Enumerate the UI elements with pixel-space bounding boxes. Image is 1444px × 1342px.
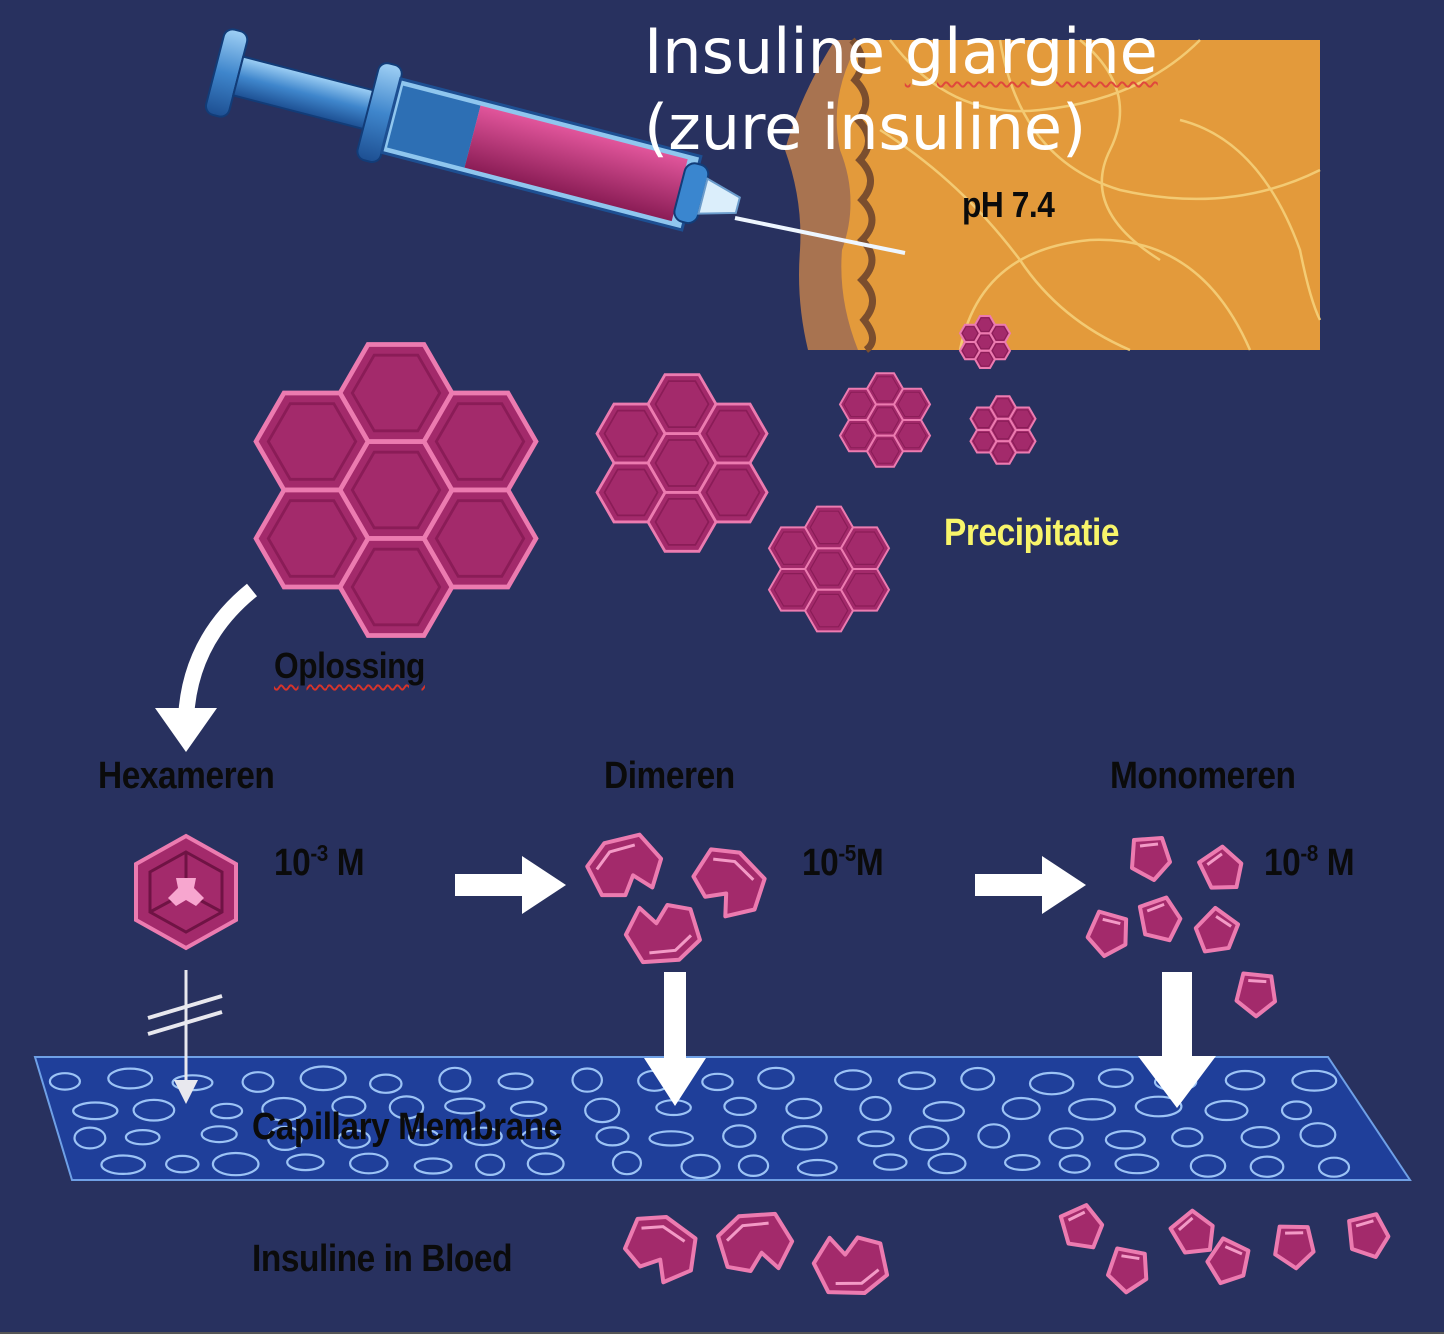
monomer-shape	[1106, 1246, 1149, 1295]
monomer-shape	[1130, 836, 1172, 882]
title-line2: (zure insuline)	[644, 91, 1087, 164]
hexagon-cluster	[253, 342, 539, 638]
dimer-shape	[623, 903, 702, 965]
monomer-shape	[1168, 1208, 1215, 1255]
dimers-label: Dimeren	[604, 755, 735, 797]
monomer-shape	[1085, 909, 1129, 959]
monomer-shape	[1234, 971, 1278, 1019]
title-line1-glargine: glargine	[904, 15, 1158, 88]
monomer-shape	[1205, 1236, 1251, 1286]
monomer-down-arrow	[1138, 972, 1216, 1108]
monomer-shape	[1347, 1212, 1391, 1259]
dimer-shape	[811, 1235, 890, 1296]
dimer-down-arrow	[644, 972, 706, 1106]
precipitate-cluster	[767, 505, 891, 633]
precipitate-cluster	[838, 372, 932, 468]
blood-dimers	[623, 1211, 890, 1296]
membrane-label: Capillary Membrane	[252, 1106, 562, 1148]
dimer-group	[585, 832, 767, 965]
blocked-arrow	[147, 970, 223, 1104]
hexamer-concentration: 10-3 M	[274, 840, 365, 884]
dissolution-arrow	[155, 583, 258, 752]
monomer-shape	[1058, 1203, 1105, 1250]
blood-monomers	[1058, 1203, 1391, 1295]
precipitate-clusters	[595, 315, 1037, 633]
hexamer-molecule	[134, 833, 238, 951]
title: Insuline glargine (zure insuline)	[644, 14, 1158, 166]
syringe	[204, 28, 906, 255]
dimer-shape	[585, 832, 664, 898]
dimer-shape	[716, 1211, 795, 1273]
arrow-hexamer-to-dimer	[455, 856, 566, 914]
monomer-shape	[1193, 905, 1241, 954]
monomer-concentration: 10-8 M	[1264, 840, 1355, 884]
bottom-edge	[0, 1332, 1444, 1342]
dimer-shape	[691, 847, 767, 919]
monomer-shape	[1197, 844, 1244, 890]
capillary-membrane	[33, 1056, 1412, 1181]
precipitate-cluster	[969, 395, 1037, 465]
ph-label: pH 7.4	[962, 184, 1055, 225]
subcutaneous-tissue	[785, 37, 1322, 353]
monomer-group	[1085, 836, 1278, 1019]
dissolution-label: Oplossing	[274, 645, 425, 686]
dimer-shape	[623, 1215, 698, 1285]
monomers-label: Monomeren	[1110, 755, 1296, 797]
dimer-concentration: 10-5M	[802, 840, 884, 884]
hexamers-label: Hexameren	[98, 755, 275, 797]
precipitate-cluster	[958, 315, 1012, 369]
hexamer-crystal-large	[253, 342, 539, 638]
monomer-shape	[1273, 1224, 1316, 1271]
monomer-shape	[1137, 895, 1183, 943]
arrow-dimer-to-monomer	[975, 856, 1086, 914]
precipitate-cluster	[595, 373, 769, 553]
blood-label: Insuline in Bloed	[252, 1238, 513, 1280]
precipitation-label: Precipitatie	[944, 512, 1120, 554]
title-line1-plain: Insuline	[644, 15, 905, 88]
